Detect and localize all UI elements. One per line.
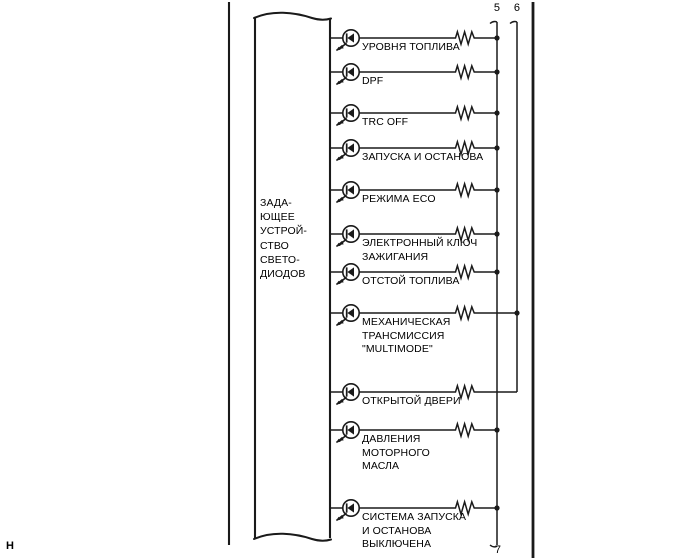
resistor-icon — [449, 306, 483, 320]
row-start-stop-system-off-label-3: ВЫКЛЮЧЕНА — [362, 538, 432, 551]
row-start-stop-system-off-label-1: СИСТЕМА ЗАПУСКА — [362, 511, 467, 523]
led-driver-box — [253, 11, 332, 542]
led-driver-box-line-2: ЮЩЕЕ — [260, 211, 295, 224]
row-door-open — [330, 382, 517, 406]
row-electronic-ignition-key-label-2: ЗАЖИГАНИЯ — [362, 250, 429, 263]
led-driver-box-line-4: СТВО — [260, 239, 289, 252]
row-dpf-label-1: DPF — [362, 75, 384, 87]
row-fuel-sediment-label-1: ОТСТОЙ ТОПЛИВА — [362, 275, 460, 287]
bus-label-5: 5 — [493, 2, 501, 14]
bus-layer — [489, 20, 518, 548]
row-engine-oil-pressure-label-2: МОТОРНОГО — [362, 446, 430, 459]
led-icon — [335, 28, 361, 52]
row-engine-oil-pressure-label-3: МАСЛА — [362, 460, 400, 473]
led-icon — [335, 498, 361, 522]
led-driver-box-line-6: ДИОДОВ — [260, 268, 306, 280]
row-manual-transmission-multimode-label-3: "MULTIMODE" — [362, 343, 433, 356]
led-icon — [335, 382, 361, 406]
circuit-rows-layer — [330, 28, 520, 522]
bus-6 — [509, 20, 518, 392]
row-trc-off-label-1: TRC OFF — [362, 116, 409, 128]
row-electronic-ignition-key-label-1: ЭЛЕКТРОННЫЙ КЛЮЧ — [362, 237, 478, 249]
row-dpf — [330, 62, 500, 86]
corner-label: H — [6, 540, 15, 552]
resistor-icon — [449, 106, 483, 120]
diagram-frame — [227, 2, 535, 558]
row-eco-mode — [330, 180, 500, 204]
led-icon — [335, 138, 361, 162]
led-icon — [335, 303, 361, 327]
led-driver-box-line-5: СВЕТО- — [260, 253, 300, 266]
bus-5 — [489, 20, 498, 548]
row-door-open-label-1: ОТКРЫТОЙ ДВЕРИ — [362, 395, 461, 407]
led-icon — [335, 62, 361, 86]
led-icon — [335, 103, 361, 127]
ground-label: 7 — [494, 544, 502, 556]
resistor-icon — [449, 65, 483, 79]
row-manual-transmission-multimode-label-1: МЕХАНИЧЕСКАЯ — [362, 316, 451, 328]
row-start-stop-system-off-label-2: И ОСТАНОВА — [362, 524, 432, 537]
row-start-stop-label-1: ЗАПУСКА И ОСТАНОВА — [362, 151, 484, 163]
resistor-icon — [449, 183, 483, 197]
row-trc-off — [330, 103, 500, 127]
row-engine-oil-pressure-label-1: ДАВЛЕНИЯ — [362, 433, 421, 445]
led-icon — [335, 262, 361, 286]
row-fuel-level — [330, 28, 500, 52]
led-driver-box-line-3: УСТРОЙ- — [260, 225, 308, 238]
led-driver-box-line-1: ЗАДА- — [260, 197, 292, 209]
row-fuel-level-label-1: УРОВНЯ ТОПЛИВА — [362, 41, 460, 53]
resistor-icon — [449, 423, 483, 437]
row-eco-mode-label-1: РЕЖИМА ECO — [362, 193, 436, 205]
led-icon — [335, 224, 361, 248]
led-icon — [335, 180, 361, 204]
row-manual-transmission-multimode-label-2: ТРАНСМИССИЯ — [362, 329, 445, 342]
bus-label-6: 6 — [513, 2, 521, 14]
led-icon — [335, 420, 361, 444]
row-manual-transmission-multimode — [330, 303, 520, 327]
